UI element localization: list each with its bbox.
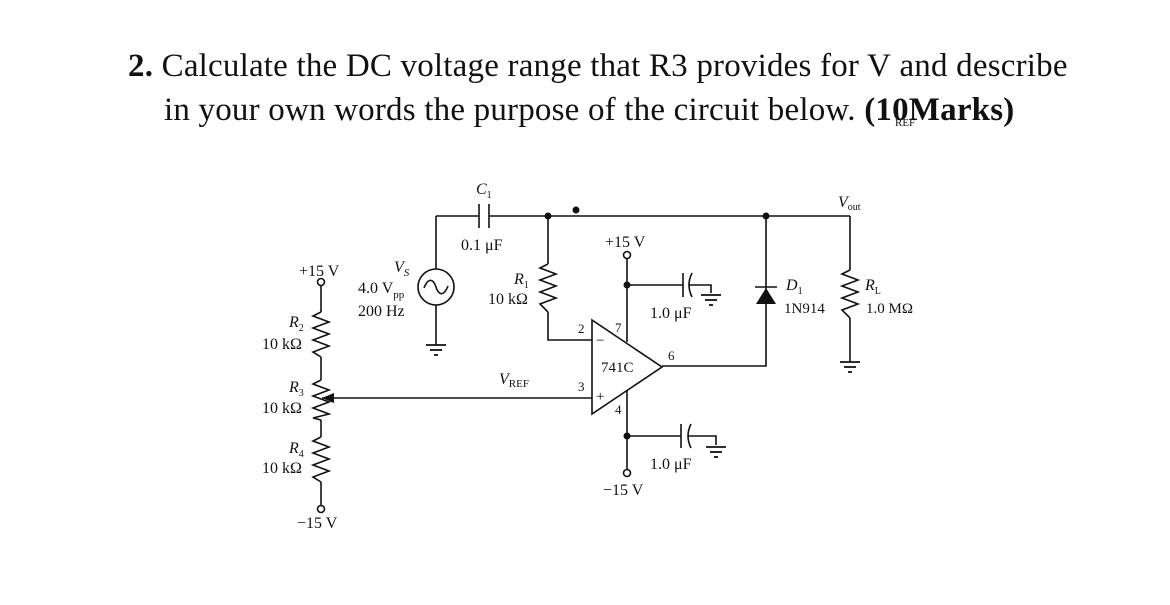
vref-label: VREF bbox=[499, 371, 529, 390]
terminal-plus15-left bbox=[316, 277, 326, 287]
resistor-r4-symbol bbox=[310, 436, 332, 483]
opamp-plus-sign: + bbox=[596, 389, 604, 405]
resistor-r3-symbol bbox=[310, 379, 332, 421]
minus15-left-label: −15 V bbox=[297, 515, 338, 532]
opamp-name: 741C bbox=[601, 360, 634, 376]
rl-label: RL bbox=[864, 277, 881, 297]
question-text-part-3: in your own words the purpose of the cir… bbox=[164, 92, 856, 128]
vout-label: Vout bbox=[838, 194, 861, 213]
r2-value: 10 kΩ bbox=[262, 336, 302, 353]
rl-value: 1.0 MΩ bbox=[866, 301, 913, 317]
pin-2-label: 2 bbox=[578, 321, 585, 336]
ground-icon-source bbox=[426, 344, 446, 356]
ground-icon-load bbox=[840, 361, 860, 373]
wires bbox=[320, 215, 851, 506]
r3-label: R3 bbox=[288, 379, 304, 399]
r1-value: 10 kΩ bbox=[488, 291, 528, 308]
d1-part-number: 1N914 bbox=[784, 301, 825, 317]
plus15-left-label: +15 V bbox=[299, 263, 340, 280]
question-text-part-2: and describe bbox=[899, 48, 1068, 84]
pin-4-label: 4 bbox=[615, 402, 622, 417]
opamp-741c-symbol bbox=[591, 318, 664, 416]
marks-label: (10Marks) bbox=[864, 92, 1015, 128]
r4-value: 10 kΩ bbox=[262, 460, 302, 477]
capacitor-bottom-symbol bbox=[680, 423, 692, 449]
r4-label: R4 bbox=[288, 440, 304, 460]
r2-label: R2 bbox=[288, 314, 304, 334]
pin-7-label: 7 bbox=[615, 320, 622, 335]
r1-label: R1 bbox=[513, 271, 529, 291]
ground-icon-bottom-cap bbox=[706, 446, 726, 458]
potentiometer-wiper-icon bbox=[322, 393, 334, 403]
opamp-top-supply-label: +15 V bbox=[605, 234, 646, 251]
cap-top-value: 1.0 μF bbox=[650, 305, 692, 322]
terminal-minus15-left bbox=[316, 504, 326, 514]
question-line-1: 2. Calculate the DC voltage range that R… bbox=[128, 48, 1068, 129]
c1-value: 0.1 μF bbox=[461, 237, 503, 254]
question-line-2: in your own words the purpose of the cir… bbox=[128, 88, 1138, 132]
capacitor-c1-symbol bbox=[478, 204, 490, 228]
terminal-plus15-opamp bbox=[622, 250, 632, 260]
pin-3-label: 3 bbox=[578, 379, 585, 394]
vs-frequency: 200 Hz bbox=[358, 303, 405, 320]
vs-label: VS bbox=[394, 259, 410, 279]
ground-icon-top-cap bbox=[701, 294, 721, 306]
c1-label: C1 bbox=[476, 181, 492, 201]
resistor-r1-symbol bbox=[537, 263, 559, 313]
question-text-part-1: Calculate the DC voltage range that R3 p… bbox=[161, 48, 891, 84]
opamp-bottom-supply-label: −15 V bbox=[603, 482, 644, 499]
question-text: 2. Calculate the DC voltage range that R… bbox=[128, 44, 1138, 132]
terminal-minus15-opamp bbox=[622, 468, 632, 478]
diode-d1-symbol bbox=[755, 286, 777, 304]
question-number: 2. bbox=[128, 48, 154, 84]
opamp-minus-sign: − bbox=[596, 333, 604, 349]
cap-bottom-value: 1.0 μF bbox=[650, 456, 692, 473]
ac-source-icon bbox=[417, 268, 455, 306]
resistor-rl-symbol bbox=[839, 269, 861, 319]
resistor-r2-symbol bbox=[310, 311, 332, 358]
d1-label: D1 bbox=[785, 277, 803, 297]
capacitor-top-symbol bbox=[682, 272, 693, 298]
junction-dots bbox=[544, 206, 770, 440]
vs-amplitude: 4.0 Vpp bbox=[358, 280, 405, 301]
pin-6-label: 6 bbox=[668, 348, 675, 363]
r3-value: 10 kΩ bbox=[262, 400, 302, 417]
